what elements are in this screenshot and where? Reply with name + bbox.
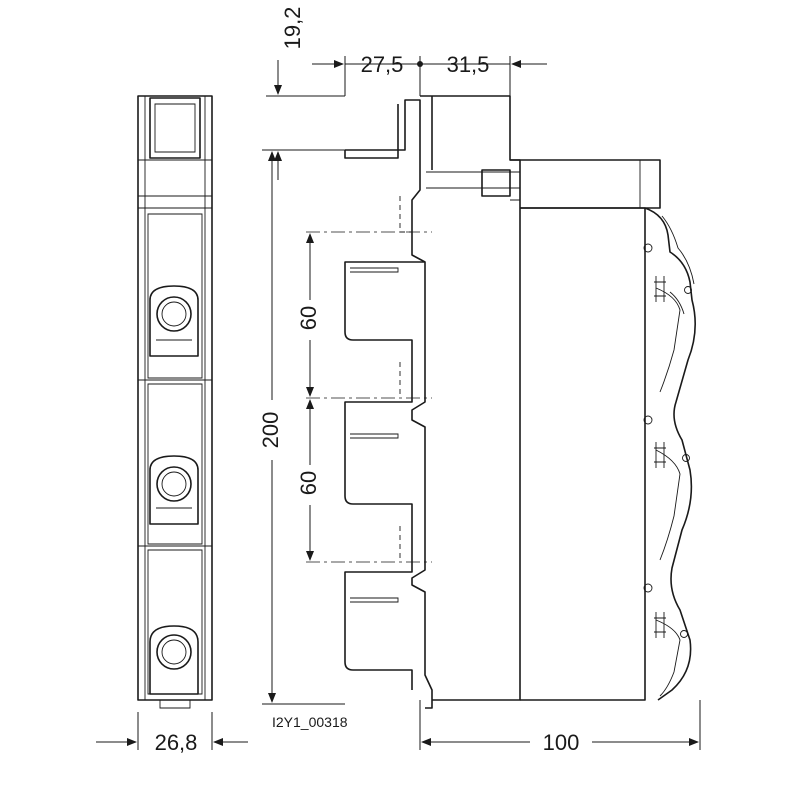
extension-lines xyxy=(137,56,701,750)
dim-top-offset: 19,2 xyxy=(280,7,305,50)
dim-top-left: 27,5 xyxy=(361,52,404,77)
dimension-origin-dot xyxy=(417,61,423,67)
drawing-reference: I2Y1_00318 xyxy=(272,714,348,730)
dim-height: 200 xyxy=(258,412,283,449)
dim-pitch-lower: 60 xyxy=(296,471,321,495)
dimension-lines xyxy=(96,60,699,746)
center-lines xyxy=(306,231,432,563)
dim-pitch-upper: 60 xyxy=(296,306,321,330)
dim-top-right: 31,5 xyxy=(447,52,490,77)
front-view xyxy=(137,95,213,709)
dim-width-front: 26,8 xyxy=(155,730,198,755)
dim-depth: 100 xyxy=(543,730,580,755)
side-view xyxy=(344,95,696,709)
